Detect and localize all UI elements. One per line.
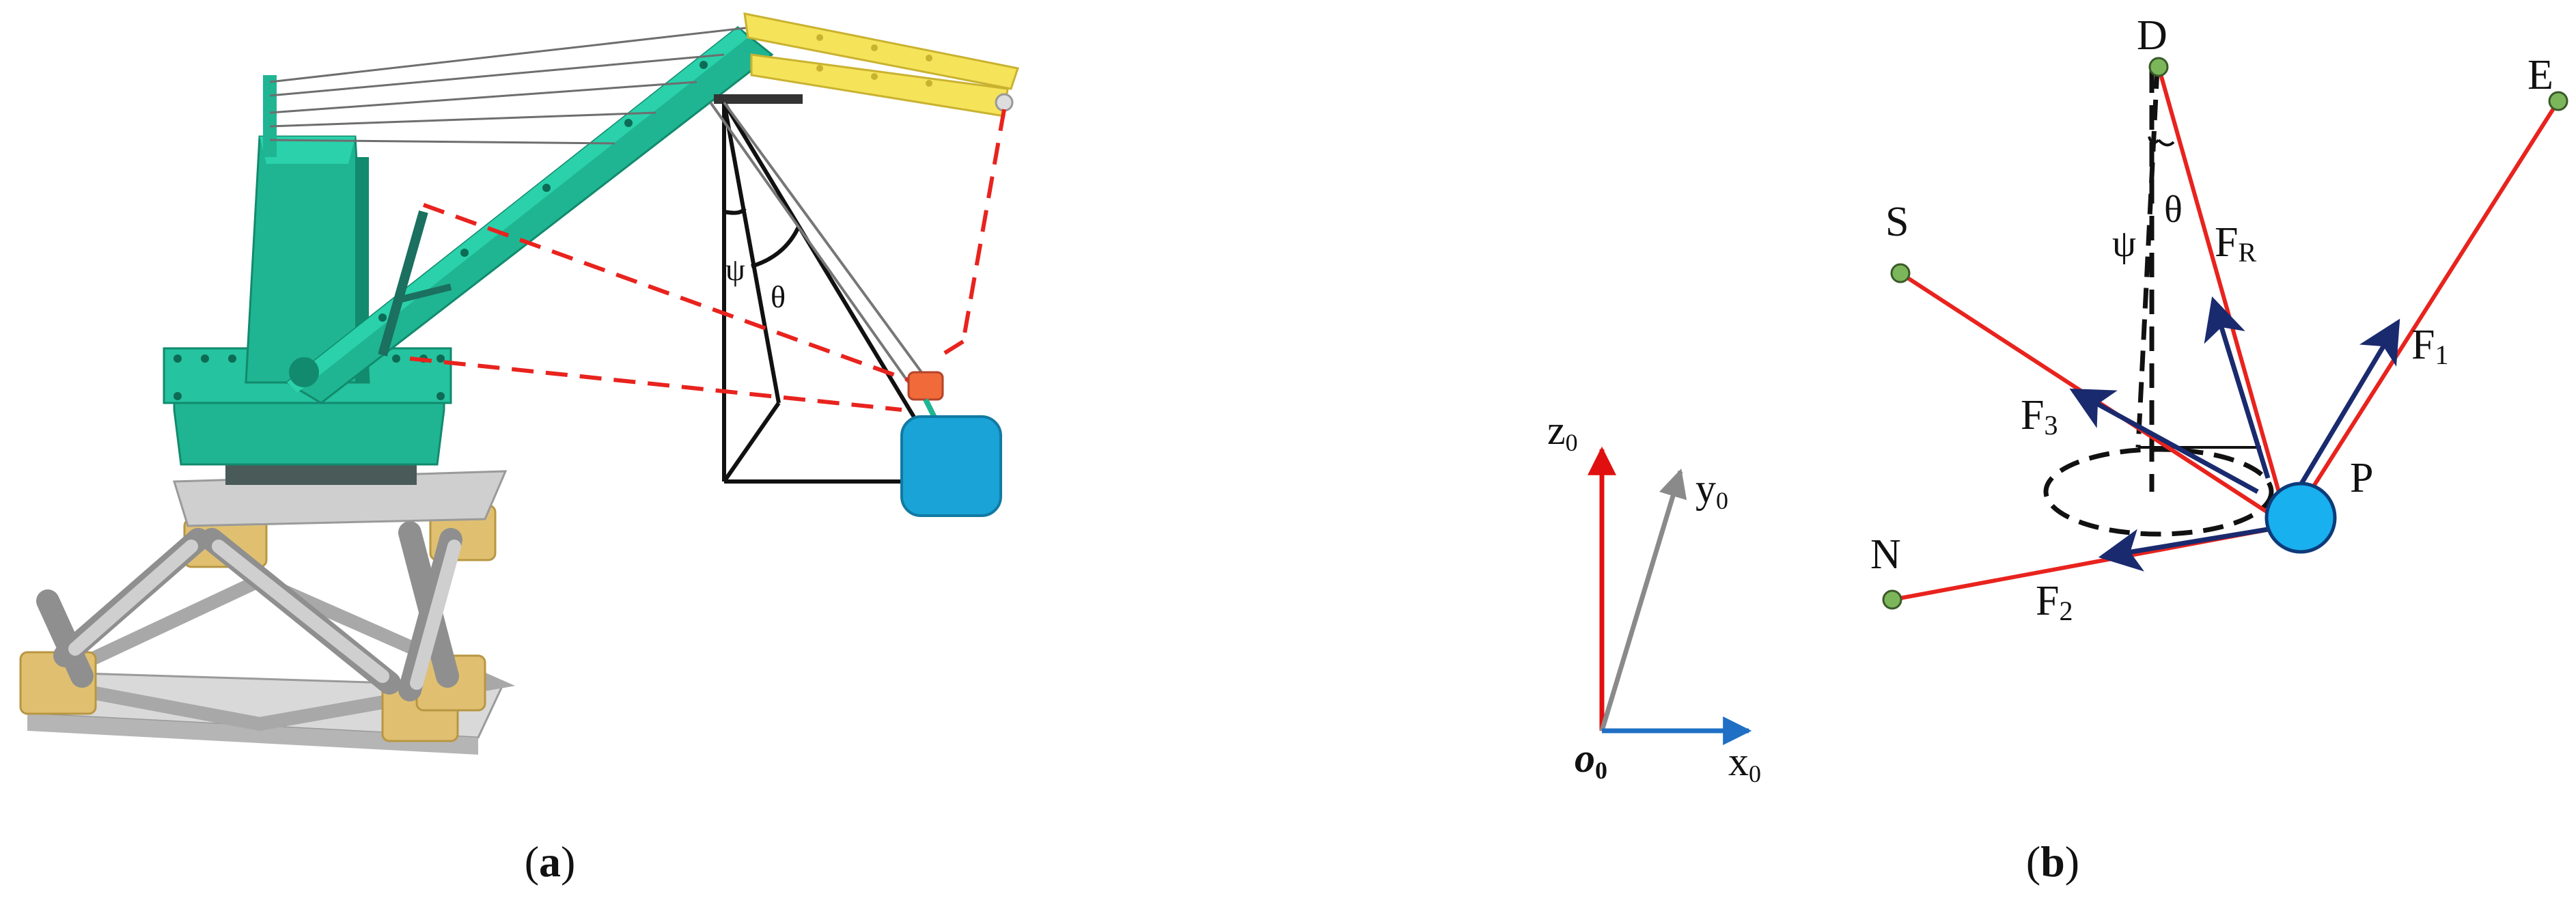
mast-and-stays (263, 26, 752, 157)
point-s (1890, 263, 1911, 283)
theta-angle-label-a: θ (771, 279, 786, 314)
theta-arc (2157, 139, 2175, 147)
panel-a-crane-illustration: ψ θ (a) (18, 12, 1019, 886)
psi-arc (2148, 136, 2160, 144)
point-n-label: N (1870, 531, 1901, 578)
x-axis-label: x0 (1728, 739, 1761, 787)
force-f3-arrow (2069, 388, 2259, 494)
force-fr-arrow (2204, 296, 2271, 479)
payload-box (900, 415, 1002, 517)
dashed-ellipse (2043, 447, 2274, 537)
y-axis-arrow (1599, 468, 1687, 732)
point-e (2548, 91, 2568, 111)
y-axis-label: y0 (1695, 466, 1728, 514)
point-s-label: S (1885, 199, 1909, 245)
point-n (1882, 589, 1902, 610)
jib-extension (714, 12, 1019, 117)
z-axis-label: z0 (1547, 408, 1578, 456)
force-f1-label: F1 (2411, 322, 2448, 370)
point-e-label: E (2527, 52, 2553, 98)
point-d (2148, 57, 2169, 77)
hook-block (907, 371, 944, 401)
psi-angle-label-a: ψ (725, 252, 745, 287)
force-arrows (2069, 296, 2400, 572)
dashed-cables (409, 109, 1006, 412)
point-p-label: P (2350, 455, 2373, 501)
caption-b: (b) (2026, 837, 2079, 886)
hexapod-platform (18, 504, 516, 755)
crane-boom (285, 26, 774, 404)
point-d-label: D (2137, 12, 2168, 59)
panel-b-force-diagram: ψ θ D E S N P F1 FR F3 (1870, 12, 2568, 886)
payload-point-p (2265, 482, 2337, 554)
psi-angle-label-b: ψ (2112, 223, 2136, 265)
origin-label: o0 (1575, 736, 1607, 784)
caption-a: (a) (525, 837, 576, 886)
theta-angle-label-b: θ (2164, 189, 2183, 231)
dashed-tilt (2135, 68, 2160, 448)
force-f3-label: F3 (2021, 392, 2058, 441)
force-f2-label: F2 (2036, 578, 2073, 626)
force-f2-arrow (2098, 527, 2269, 572)
force-f1-arrow (2286, 318, 2400, 507)
coordinate-axes: z0 y0 x0 o0 (1547, 408, 1761, 787)
force-fr-label: FR (2215, 219, 2256, 268)
